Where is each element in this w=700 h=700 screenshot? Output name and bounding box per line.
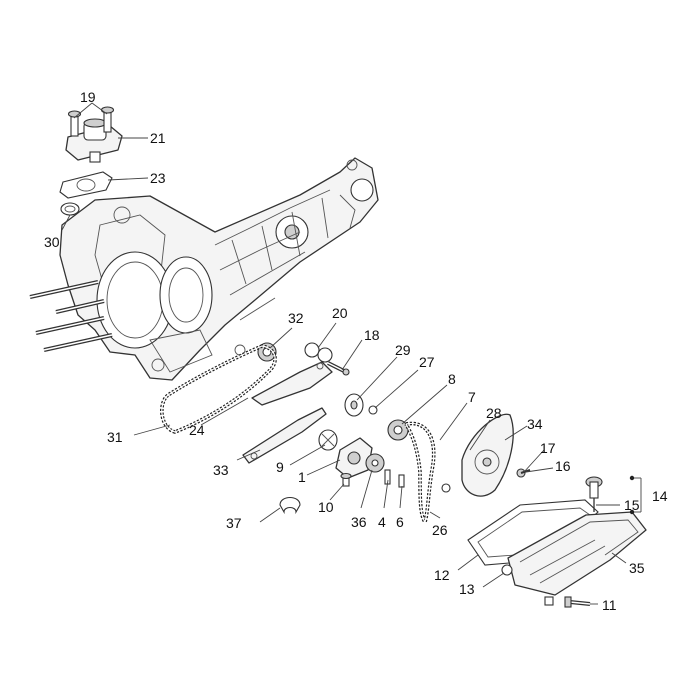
callout-6: 6 (396, 514, 404, 530)
pump-chain (404, 421, 436, 527)
thrust-washer (344, 393, 364, 417)
sump-screw (564, 596, 591, 608)
callout-4: 4 (378, 514, 386, 530)
callout-15: 15 (624, 497, 640, 513)
callout-35: 35 (629, 560, 645, 576)
callout-8: 8 (448, 371, 456, 387)
crankcase (59, 157, 379, 381)
oil-sump (507, 511, 647, 606)
timing-chain (160, 344, 277, 434)
oil-pump-body (335, 437, 373, 479)
callout-13: 13 (459, 581, 475, 597)
callout-7: 7 (468, 389, 476, 405)
callout-17: 17 (540, 440, 556, 456)
chain-cover-plate (441, 413, 514, 497)
callout-11: 11 (602, 597, 617, 613)
callout-23: 23 (150, 170, 166, 186)
callout-1: 1 (298, 469, 306, 485)
dipstick (585, 476, 603, 512)
pump-sprocket (387, 419, 409, 441)
callout-27: 27 (419, 354, 435, 370)
crankcase-studs (29, 280, 113, 352)
callout-12: 12 (434, 567, 450, 583)
leader-lines (61, 102, 642, 605)
pump-cover (318, 429, 338, 451)
callout-34: 34 (527, 416, 543, 432)
bracket-dot (629, 475, 635, 481)
callout-20: 20 (332, 305, 348, 321)
chain-tensioner-housing (65, 118, 123, 163)
sump-washer (501, 564, 513, 576)
callout-30: 30 (44, 234, 60, 250)
callout-32: 32 (288, 310, 304, 326)
chain-guide-lower (242, 407, 327, 464)
cover-screw (516, 468, 531, 478)
callout-31: 31 (107, 429, 123, 445)
pump-gear (365, 453, 385, 473)
callout-18: 18 (364, 327, 380, 343)
callout-36: 36 (351, 514, 367, 530)
callout-33: 33 (213, 462, 229, 478)
callout-26: 26 (432, 522, 448, 538)
tensioner-gasket (59, 171, 113, 199)
guide-bushing (304, 342, 333, 363)
tensioner-screws (67, 106, 115, 137)
bracket-dot (629, 509, 635, 515)
callout-19: 19 (80, 89, 96, 105)
callout-21: 21 (150, 130, 166, 146)
callout-37: 37 (226, 515, 242, 531)
callout-24: 24 (189, 422, 205, 438)
callout-9: 9 (276, 459, 284, 475)
callout-10: 10 (318, 499, 334, 515)
guide-screw (327, 361, 350, 376)
callout-14: 14 (652, 488, 668, 504)
o-ring (60, 202, 80, 216)
callout-28: 28 (486, 405, 502, 421)
chain-guide-upper (251, 361, 333, 406)
callout-29: 29 (395, 342, 411, 358)
callout-16: 16 (555, 458, 571, 474)
seal-clip (279, 496, 301, 515)
